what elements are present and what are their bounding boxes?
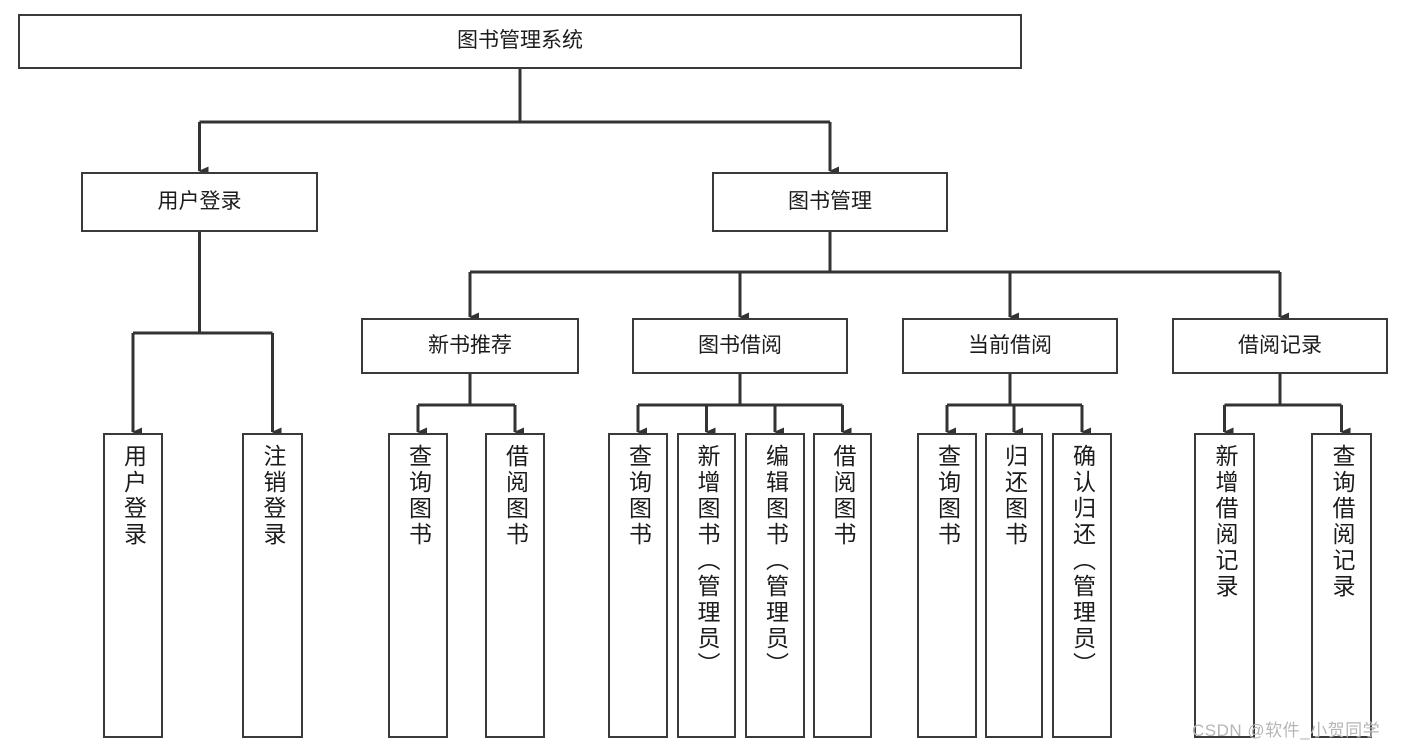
connector-lines bbox=[131, 69, 1351, 437]
node-leaf-logout[interactable]: 注销登录 bbox=[242, 433, 303, 738]
node-current-borrow[interactable]: 当前借阅 bbox=[902, 318, 1118, 374]
node-label-borrow-record: 借阅记录 bbox=[1238, 333, 1322, 357]
node-label-book-manage: 图书管理 bbox=[788, 189, 872, 213]
node-borrow-record[interactable]: 借阅记录 bbox=[1172, 318, 1388, 374]
node-label-leaf-query-borrow-record: 查询借阅记录 bbox=[1329, 444, 1355, 600]
node-label-leaf-user-login: 用户登录 bbox=[120, 444, 147, 548]
node-leaf-user-login[interactable]: 用户登录 bbox=[103, 433, 163, 738]
node-label-leaf-add-borrow-record: 新增借阅记录 bbox=[1212, 444, 1238, 600]
node-leaf-add-borrow-record[interactable]: 新增借阅记录 bbox=[1194, 433, 1255, 738]
node-label-leaf-query-book-rec: 查询图书 bbox=[405, 444, 432, 548]
node-leaf-borrow-book[interactable]: 借阅图书 bbox=[813, 433, 872, 738]
node-label-leaf-edit-book-admin: 编辑图书（管理员） bbox=[762, 444, 789, 678]
node-label-leaf-query-book-borrow: 查询图书 bbox=[625, 444, 652, 548]
node-label-leaf-confirm-return-admin: 确认归还（管理员） bbox=[1069, 444, 1096, 678]
node-leaf-edit-book-admin[interactable]: 编辑图书（管理员） bbox=[745, 433, 805, 738]
node-leaf-confirm-return-admin[interactable]: 确认归还（管理员） bbox=[1052, 433, 1112, 738]
node-label-new-book-recommend: 新书推荐 bbox=[428, 333, 512, 357]
node-leaf-query-book-borrow[interactable]: 查询图书 bbox=[608, 433, 668, 738]
node-leaf-query-book-rec[interactable]: 查询图书 bbox=[388, 433, 448, 738]
node-leaf-borrow-book-rec[interactable]: 借阅图书 bbox=[485, 433, 545, 738]
node-label-leaf-logout: 注销登录 bbox=[260, 444, 286, 548]
node-book-borrow[interactable]: 图书借阅 bbox=[632, 318, 848, 374]
node-leaf-query-book-current[interactable]: 查询图书 bbox=[917, 433, 977, 738]
node-label-leaf-add-book-admin: 新增图书（管理员） bbox=[694, 444, 720, 678]
node-label-user-login: 用户登录 bbox=[157, 189, 242, 213]
node-leaf-add-book-admin[interactable]: 新增图书（管理员） bbox=[677, 433, 736, 738]
node-leaf-query-borrow-record[interactable]: 查询借阅记录 bbox=[1311, 433, 1372, 738]
node-label-leaf-return-book: 归还图书 bbox=[1001, 444, 1028, 548]
node-new-book-recommend[interactable]: 新书推荐 bbox=[361, 318, 579, 374]
watermark-text: CSDN @软件_小贺同学 bbox=[1192, 721, 1381, 740]
node-label-current-borrow: 当前借阅 bbox=[968, 333, 1052, 357]
node-label-leaf-borrow-book-rec: 借阅图书 bbox=[502, 444, 529, 548]
node-label-leaf-query-book-current: 查询图书 bbox=[934, 444, 961, 548]
node-label-root: 图书管理系统 bbox=[457, 29, 583, 53]
node-book-manage[interactable]: 图书管理 bbox=[712, 172, 948, 232]
node-root[interactable]: 图书管理系统 bbox=[18, 14, 1022, 69]
node-label-leaf-borrow-book: 借阅图书 bbox=[830, 444, 856, 548]
node-user-login[interactable]: 用户登录 bbox=[81, 172, 318, 232]
node-leaf-return-book[interactable]: 归还图书 bbox=[985, 433, 1043, 738]
node-label-book-borrow: 图书借阅 bbox=[698, 333, 782, 357]
